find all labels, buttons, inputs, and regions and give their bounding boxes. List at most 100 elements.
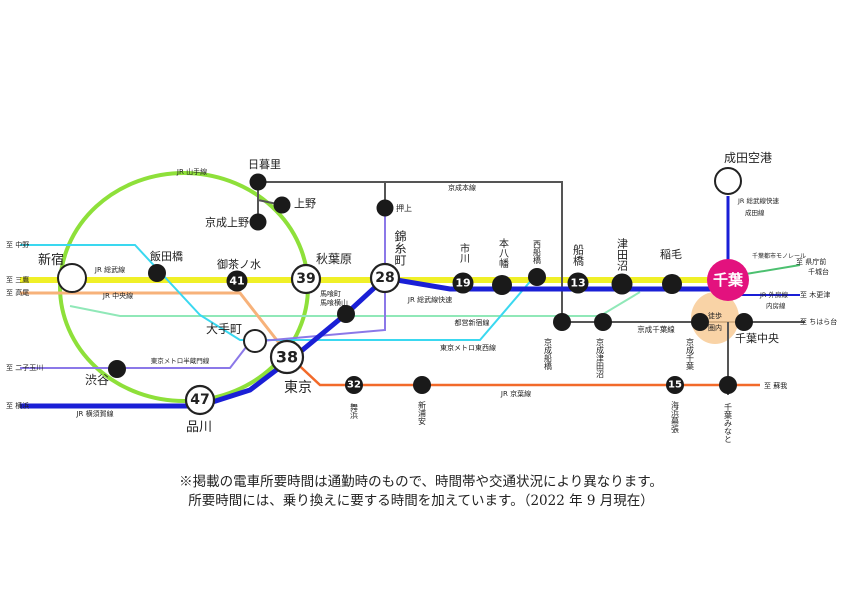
- time-marker-kinshicho: 28: [369, 262, 401, 294]
- svg-text:39: 39: [296, 271, 315, 287]
- time-marker-ochanomizu: 41: [226, 270, 248, 292]
- label-shinagawa: 品川: [186, 420, 212, 435]
- dest-soga: 至 蘇我: [764, 381, 787, 390]
- dest-nikotamagawa: 至 二子玉川: [6, 364, 43, 372]
- station-dot-keisei-tsudanuma: [594, 313, 612, 331]
- keisei-main-label: 京成本線: [448, 183, 476, 192]
- svg-text:28: 28: [375, 270, 394, 286]
- station-dot-tsudanuma: [611, 273, 633, 295]
- narita-rapid-label: JR 総武線快速: [737, 196, 779, 205]
- hanzomon-label: 東京メトロ半蔵門線: [151, 356, 210, 365]
- label-shibuya: 渋谷: [85, 373, 109, 387]
- label-tsudanuma: 津田沼: [616, 238, 629, 272]
- chuo-rapid-label: JR 中央線: [102, 291, 133, 300]
- station-dot-motoyawata: [492, 275, 512, 295]
- label-ochanomizu: 御茶ノ水: [217, 257, 261, 271]
- label-ichikawa: 市川: [458, 242, 470, 263]
- label-keisei-funabashi: 京成船橋: [544, 337, 553, 371]
- svg-text:41: 41: [229, 275, 244, 288]
- station-dot-nishifunabashi: [528, 268, 546, 286]
- svg-text:38: 38: [276, 348, 298, 367]
- keiyo-label: JR 京葉線: [500, 389, 531, 398]
- station-dot-keisei-funabashi: [553, 313, 571, 331]
- premise-label: 圏内: [708, 323, 722, 332]
- label-funabashi: 船橋: [572, 243, 585, 267]
- station-circle-narita-airport: [714, 167, 742, 195]
- uchibo-label: 内房線: [766, 301, 786, 310]
- label-nishifunabashi: 西船橋: [533, 240, 542, 265]
- walk-label: 徒歩: [708, 311, 722, 320]
- time-marker-kaihin-makuhari: 15: [666, 376, 684, 394]
- label-motoyawata: 本八幡: [497, 237, 509, 269]
- station-circle-otemachi: [243, 329, 267, 353]
- svg-text:32: 32: [347, 380, 361, 391]
- dest-kisarazu: 至 木更津: [800, 290, 830, 299]
- narita-line-label: 成田線: [745, 208, 765, 217]
- note-line-1: ※掲載の電車所要時間は通勤時のもので、時間帯や交通状況により異なります。: [179, 474, 663, 490]
- svg-text:47: 47: [190, 392, 209, 408]
- svg-text:13: 13: [570, 277, 585, 290]
- chiba-station-marker: 千葉: [707, 259, 749, 301]
- svg-text:19: 19: [455, 277, 470, 290]
- label-shin-urayasu: 新浦安: [418, 400, 427, 426]
- yamanote-line: [58, 171, 310, 403]
- station-dot-iidabashi: [148, 264, 166, 282]
- chuo-sobu-label: JR 総武線: [94, 265, 125, 274]
- station-circle-shinjuku: [57, 263, 87, 293]
- tozai-label: 東京メトロ東西線: [440, 343, 496, 352]
- label-keisei-chiba: 京成千葉: [686, 337, 695, 371]
- label-shinjuku: 新宿: [38, 252, 64, 268]
- station-dot-chiba-chuo: [735, 313, 753, 331]
- station-dot-bakurocho: [337, 305, 355, 323]
- label-narita-airport: 成田空港: [724, 151, 772, 165]
- time-marker-funabashi: 13: [567, 272, 589, 294]
- dest-kenchomae: 至 県庁前: [796, 257, 826, 266]
- keisei-main-line: [258, 181, 563, 322]
- label-chiba-minato: 千葉みなと: [724, 402, 733, 443]
- time-marker-ichikawa: 19: [452, 272, 474, 294]
- monorail-label: 千葉都市モノレール: [752, 252, 806, 260]
- station-dot-shin-urayasu: [413, 376, 431, 394]
- yokosuka-label: JR 横須賀線: [75, 409, 113, 418]
- station-dot-ueno: [273, 196, 291, 214]
- toei-shinjuku-line: [69, 291, 641, 317]
- svg-text:15: 15: [668, 380, 682, 391]
- station-dot-nippori: [249, 173, 267, 191]
- label-akihabara: 秋葉原: [316, 252, 352, 266]
- label-chiba-chuo: 千葉中央: [735, 331, 779, 345]
- keisei-chiba-label: 京成千葉線: [637, 324, 675, 334]
- monorail-line: [739, 264, 801, 276]
- sotobo-label: JR 外房線: [759, 290, 788, 299]
- station-dot-keisei-chiba: [691, 313, 709, 331]
- station-dot-chiba-minato: [719, 376, 737, 394]
- tozai-line: [20, 244, 541, 341]
- label-keisei-ueno: 京成上野: [205, 215, 249, 229]
- label-maihama: 舞浜: [350, 402, 359, 420]
- dest-chishirodai: 千城台: [808, 267, 829, 276]
- label-tokyo: 東京: [284, 380, 312, 396]
- note-line-2: 所要時間には、乗り換えに要する時間を加えています。（2022 年 9 月現在）: [188, 493, 654, 509]
- yamanote-label: JR 山手線: [176, 167, 207, 176]
- label-iidabashi: 飯田橋: [150, 249, 183, 263]
- label-otemachi: 大手町: [206, 322, 242, 336]
- dest-nakano: 至 中野: [6, 240, 29, 249]
- sobu-rapid-label: JR 総武線快速: [407, 295, 452, 304]
- station-dot-keisei-ueno: [249, 213, 267, 231]
- label-kaihin-makuhari: 海浜幕張: [671, 400, 680, 434]
- label-ueno: 上野: [294, 197, 316, 210]
- time-marker-shinagawa: 47: [184, 384, 216, 416]
- label-keisei-tsudanuma: 京成津田沼: [596, 337, 605, 379]
- label-kinshicho: 錦糸町: [393, 229, 407, 266]
- time-marker-maihama: 32: [345, 376, 363, 394]
- label-oshiage: 押上: [396, 203, 412, 213]
- station-dot-shibuya: [108, 360, 126, 378]
- time-marker-akihabara: 39: [290, 263, 322, 295]
- dest-yokohama: 至 横浜: [6, 401, 29, 410]
- dest-mitaka: 至 三鷹: [6, 275, 29, 284]
- svg-text:千葉: 千葉: [713, 271, 744, 289]
- shinjuku-toei-label: 都営新宿線: [455, 318, 490, 327]
- dest-takao: 至 高尾: [6, 288, 29, 297]
- station-dot-inage: [662, 274, 682, 294]
- label-nippori: 日暮里: [248, 157, 281, 171]
